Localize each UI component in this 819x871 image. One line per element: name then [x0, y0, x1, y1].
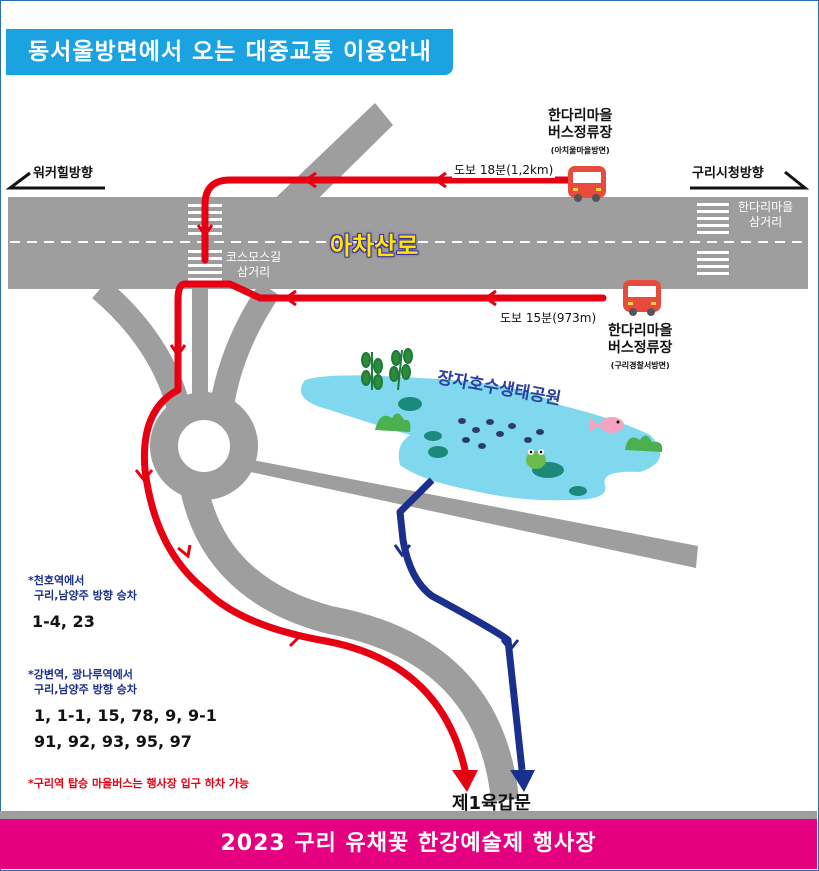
- bus-stop-bottom-line1: 한다리마을: [608, 323, 673, 339]
- bus-stop-bottom-sub: (구리경찰서방면): [610, 361, 670, 370]
- road-leg-left: [92, 279, 190, 409]
- lake: [300, 375, 661, 501]
- intersection-handari-line1: 한다리마을: [738, 200, 794, 214]
- bus-icon: [623, 280, 661, 316]
- tadpole-icon: [458, 418, 544, 449]
- note-cheonho-buses: 1-4, 23: [32, 612, 95, 631]
- bus-stop-bottom: 한다리마을 버스정류장 (구리경찰서방면): [608, 323, 672, 374]
- note-gangbyeon-sub: 구리,남양주 방향 승차: [34, 683, 137, 696]
- route-red-arrowheads: [452, 770, 478, 792]
- walk-time-top: 도보 18분(1,2km): [452, 161, 556, 178]
- direction-label-left: 워커힐방향: [33, 166, 93, 181]
- intersection-cosmos: 코스모스길 삼거리: [226, 250, 281, 280]
- crosswalk-right-top: [697, 203, 729, 234]
- gate-label: 제1육갑문: [452, 793, 531, 814]
- walk-time-bottom: 도보 15분(973m): [498, 309, 599, 326]
- reed-plant-icon: [361, 348, 413, 391]
- bus-stop-top: 한다리마을 버스정류장 (아치울마을방면): [548, 108, 612, 159]
- direction-label-right: 구리시청방향: [692, 166, 764, 181]
- road-south: [180, 484, 519, 802]
- walking-route-red: [140, 176, 607, 774]
- intersection-cosmos-line1: 코스모스길: [226, 250, 282, 264]
- note-gangbyeon-buses-2: 91, 92, 93, 95, 97: [34, 732, 192, 751]
- road-leg-right: [210, 282, 280, 408]
- bus-stop-bottom-line2: 버스정류장: [608, 340, 673, 356]
- route-blue-arrowhead: [510, 770, 535, 792]
- intersection-handari-line2: 삼거리: [749, 215, 783, 229]
- roundabout: [150, 392, 258, 500]
- fish-icon: [590, 417, 624, 433]
- intersection-handari: 한다리마을 삼거리: [738, 200, 793, 230]
- direction-arrow-right: [690, 170, 810, 190]
- road-name: 아차산로: [330, 232, 419, 260]
- route-red-chevrons: [134, 171, 497, 648]
- note-cheonho-sub: 구리,남양주 방향 승차: [34, 589, 137, 602]
- direction-arrow-left: [5, 171, 105, 190]
- ground-strip: [0, 811, 817, 819]
- note-cheonho-header: *천호역에서: [28, 574, 85, 587]
- bus-note-gangbyeon: *강변역, 광나루역에서 구리,남양주 방향 승차 1, 1-1, 15, 78…: [28, 667, 217, 755]
- crosswalk-right-bottom: [697, 251, 729, 275]
- bus-stop-top-sub: (아치울마을방면): [550, 146, 610, 155]
- frog-icon: [526, 449, 546, 469]
- page-title: 동서울방면에서 오는 대중교통 이용안내: [6, 29, 453, 75]
- village-bus-note: *구리역 탑승 마을버스는 행사장 입구 하차 가능: [28, 777, 250, 790]
- bus-icon: [568, 166, 606, 202]
- bus-stop-top-line1: 한다리마을: [548, 108, 613, 124]
- intersection-cosmos-line2: 삼거리: [237, 265, 271, 279]
- bus-stop-top-line2: 버스정류장: [548, 125, 613, 141]
- footer-banner: 2023 구리 유채꽃 한강예술제 행사장: [0, 819, 817, 869]
- bush-icon: [375, 413, 663, 452]
- route-blue-chevrons: [393, 544, 520, 653]
- note-gangbyeon-buses-1: 1, 1-1, 15, 78, 9, 9-1: [34, 706, 217, 725]
- bus-note-cheonho: *천호역에서 구리,남양주 방향 승차 1-4, 23: [28, 573, 137, 635]
- road-east: [232, 456, 698, 568]
- note-gangbyeon-header: *강변역, 광나루역에서: [28, 668, 133, 681]
